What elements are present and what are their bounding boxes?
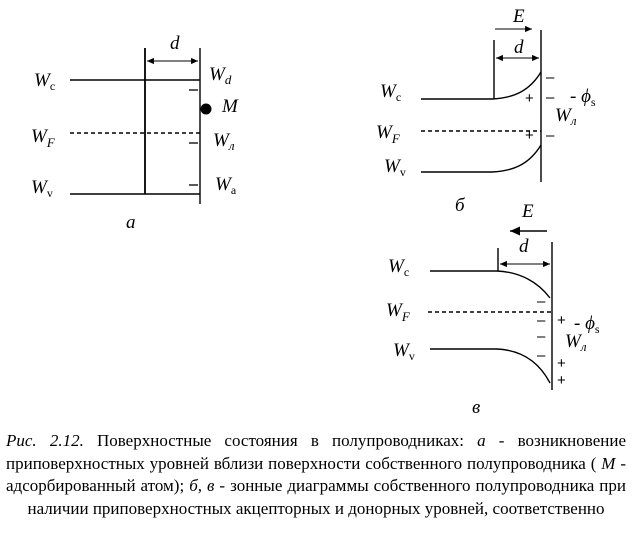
adsorbed-atom-dot [200, 103, 212, 115]
valence-band-curve [421, 144, 542, 173]
panel-a-label: а [126, 212, 136, 233]
caption-ref-m: М [601, 453, 616, 473]
conduction-band-curve [421, 71, 542, 100]
wf-label: WF [31, 126, 56, 150]
phi-s-label: - ϕs [574, 313, 600, 336]
surface-charge-plus: + [557, 312, 566, 329]
wc-label: Wc [388, 256, 409, 279]
d-label: d [519, 236, 529, 257]
space-charge-plus: + [525, 90, 534, 107]
panel-v: E d – – – – + + + Wc WF Wv Wл - ϕs в [386, 201, 600, 418]
wa-label: Wa [215, 174, 237, 197]
surface-charge-plus: + [557, 372, 566, 389]
panel-b-label: б [455, 195, 466, 216]
panel-b: E d – – – + + Wc WF Wv Wл - ϕs б [376, 6, 596, 216]
caption-ref-bv: б, в [189, 476, 215, 495]
space-charge-minus: – [537, 328, 546, 345]
surface-charge-minus: – [546, 89, 555, 106]
d-label: d [170, 33, 180, 54]
wd-label: Wd [209, 64, 232, 87]
wc-label: Wc [34, 70, 55, 93]
surface-charge-plus: + [557, 355, 566, 372]
m-label: M [221, 96, 239, 117]
panel-v-label: в [472, 397, 480, 418]
caption-text: - возник­новение приповерхностных уровне… [6, 431, 626, 473]
surface-charge-minus: – [546, 127, 555, 144]
caption-ref-a: а [477, 431, 486, 450]
valence-band-curve [430, 348, 551, 384]
conduction-band-curve [430, 270, 551, 299]
space-charge-minus: – [537, 347, 546, 364]
space-charge-minus: – [537, 293, 546, 310]
space-charge-plus: + [525, 127, 534, 144]
figure-caption: Рис. 2.12. Поверхностные состояния в пол… [6, 430, 626, 520]
caption-text: - зонные диаграммы собственного полупров… [27, 476, 626, 518]
wv-label: Wv [384, 156, 406, 179]
wv-label: Wv [31, 177, 53, 200]
wl-label: Wл [555, 105, 577, 128]
e-label: E [521, 201, 534, 222]
d-label: d [514, 37, 524, 58]
wf-label: WF [376, 122, 401, 146]
wv-label: Wv [393, 340, 415, 363]
space-charge-minus: – [537, 312, 546, 329]
wl-label: Wл [213, 130, 235, 153]
e-label: E [512, 6, 525, 27]
wl-label: Wл [565, 331, 587, 354]
caption-text: - адсорбированный атом); [6, 453, 626, 496]
panel-a: d Wc WF Wv Wd M Wл Wa а [31, 33, 239, 233]
phi-s-label: - ϕs [570, 86, 596, 109]
wf-label: WF [386, 300, 411, 324]
surface-charge-minus: – [546, 69, 555, 86]
figure-number: Рис. 2.12. [6, 431, 84, 450]
wc-label: Wc [380, 81, 401, 104]
caption-text: Поверхностные состояния в полупроводника… [83, 431, 478, 450]
